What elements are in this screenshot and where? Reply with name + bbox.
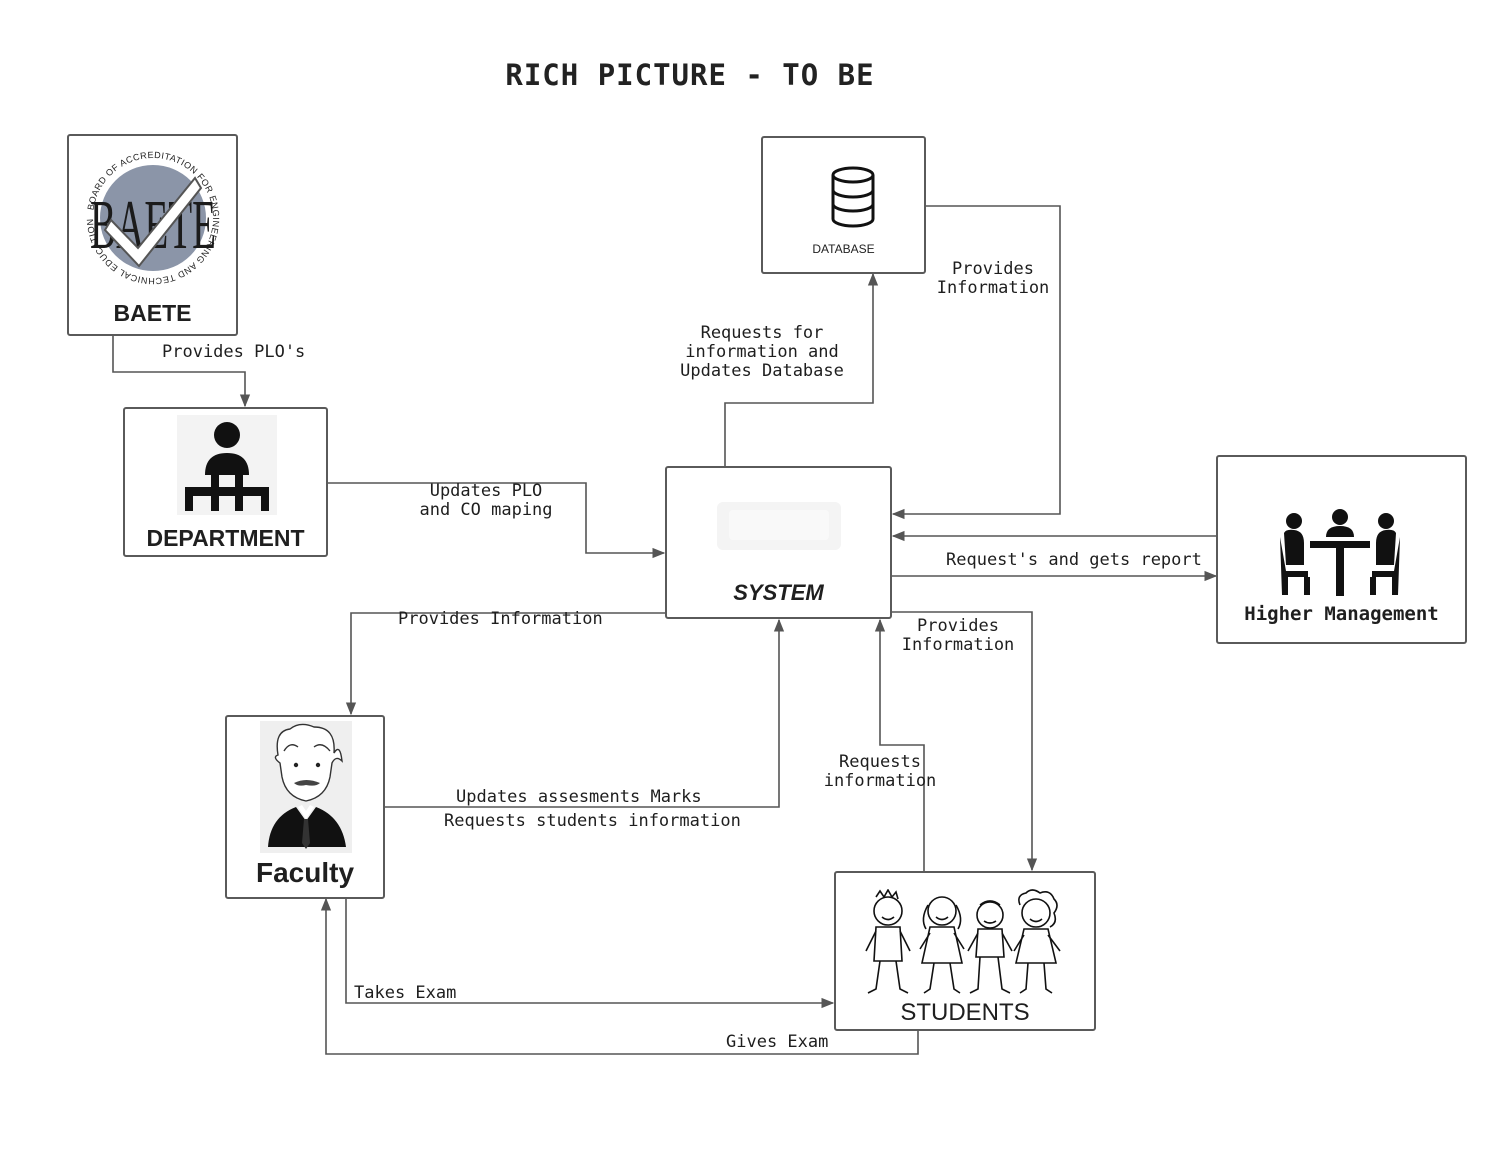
department-node: DEPARTMENT [123, 407, 328, 557]
edge-label-gives-exam: Gives Exam [726, 1032, 829, 1052]
edge-system-database [724, 272, 879, 466]
students-kids-icon [865, 889, 1061, 994]
edge-label-faculty-updates: Updates assesments Marks [456, 787, 702, 807]
edge-students-faculty [320, 897, 919, 1055]
edge-system-faculty [345, 612, 665, 716]
database-icon [831, 166, 875, 228]
system-node: SYSTEM [665, 466, 892, 619]
system-label: SYSTEM [733, 580, 824, 605]
edge-database-system [891, 205, 1061, 520]
edge-students-system [874, 618, 925, 871]
database-label: DATABASE [812, 242, 875, 256]
edge-department-system [328, 482, 666, 559]
department-label: DEPARTMENT [146, 525, 305, 551]
edge-label-system-to-students: Provides Information [901, 616, 1015, 655]
edge-faculty-students [345, 899, 835, 1009]
baete-label: BAETE [113, 300, 192, 326]
edge-label-system-to-faculty: Provides Information [398, 609, 603, 629]
higher-management-node: Higher Management [1216, 455, 1467, 644]
edge-label-provides-plos: Provides PLO's [162, 342, 306, 362]
edge-label-hm-request: Request's and gets report [946, 550, 1202, 570]
database-node: DATABASE [761, 136, 926, 274]
meeting-table-icon [1280, 509, 1400, 596]
faculty-node: Faculty [225, 715, 385, 899]
edge-label-updates-plo: Updates PLO and CO maping [419, 481, 553, 520]
page-title: RICH PICTURE - TO BE [505, 58, 875, 92]
edge-label-faculty-requests: Requests students information [444, 811, 741, 831]
higher-management-label: Higher Management [1244, 603, 1439, 625]
department-person-icon [177, 415, 277, 515]
edge-baete-department [112, 336, 251, 408]
edge-label-takes-exam: Takes Exam [354, 983, 457, 1003]
system-logo [717, 502, 841, 550]
edge-label-db-provides: Provides Information [936, 259, 1050, 298]
edge-system-students [891, 611, 1038, 872]
students-node: STUDENTS [834, 871, 1096, 1031]
edge-faculty-system [385, 618, 785, 808]
edge-label-requests-db: Requests for information and Updates Dat… [680, 323, 844, 381]
baete-logo: BOARD OF ACCREDITATION FOR ENGINEERING A… [85, 150, 221, 286]
faculty-portrait-icon [260, 721, 352, 853]
edge-label-students-request: Requests information [823, 752, 937, 791]
faculty-label: Faculty [255, 857, 355, 888]
baete-node: BOARD OF ACCREDITATION FOR ENGINEERING A… [67, 134, 238, 336]
students-label: STUDENTS [900, 999, 1030, 1026]
